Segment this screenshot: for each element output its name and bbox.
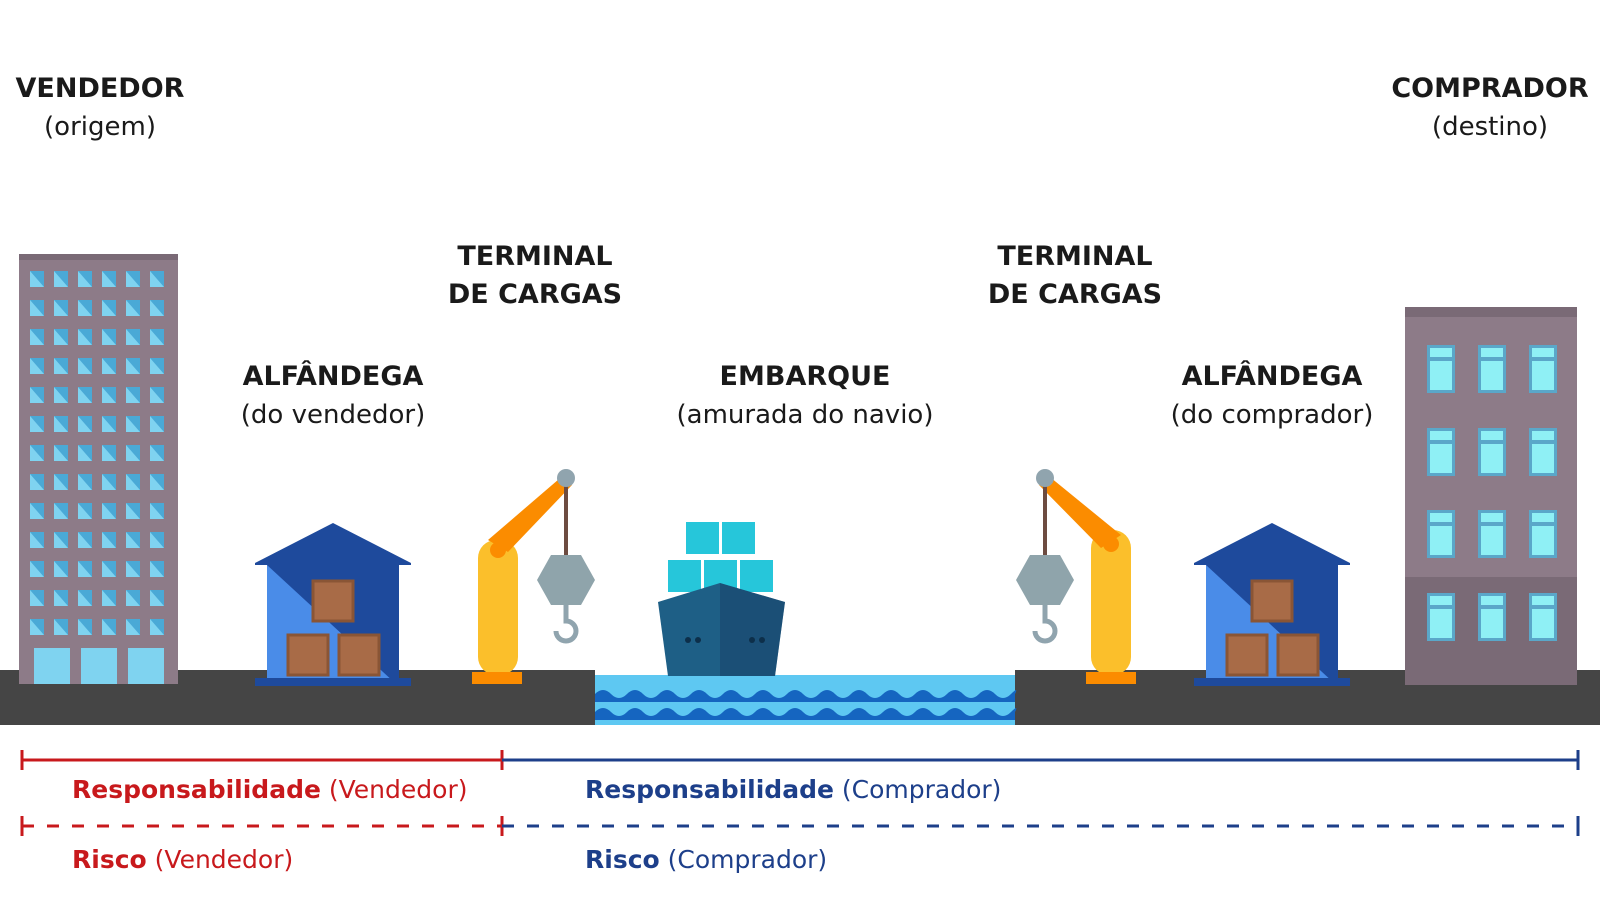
apartment-building-icon — [1405, 307, 1577, 685]
seller-subtitle: (origem) — [44, 112, 156, 142]
shipment-subtitle: (amurada do navio) — [676, 400, 934, 430]
terminal-right-line2: DE CARGAS — [987, 279, 1163, 310]
harbor-crane-icon — [472, 469, 595, 684]
buyer-label: COMPRADOR (destino) — [1380, 70, 1600, 146]
responsibility-buyer-line — [502, 750, 1580, 770]
terminal-left-line2: DE CARGAS — [447, 279, 623, 310]
responsibility-buyer-bold: Responsabilidade — [585, 775, 834, 804]
buyer-title: COMPRADOR — [1391, 73, 1589, 104]
responsibility-buyer-rest: (Comprador) — [841, 775, 1002, 804]
risk-buyer-line — [502, 816, 1580, 836]
buyer-subtitle: (destino) — [1431, 112, 1549, 142]
customs-buyer-subtitle: (do comprador) — [1170, 400, 1374, 430]
shipment-label: EMBARQUE (amurada do navio) — [640, 358, 970, 434]
terminal-right-line1: TERMINAL — [997, 241, 1153, 272]
responsibility-seller-bold: Responsabilidade — [72, 775, 321, 804]
office-tower-icon — [19, 254, 178, 684]
responsibility-seller-line — [20, 750, 504, 770]
container-ship-icon — [658, 522, 785, 676]
customs-seller-subtitle: (do vendedor) — [240, 400, 426, 430]
risk-buyer-text: Risco (Comprador) — [585, 845, 827, 874]
customs-buyer-label: ALFÂNDEGA (do comprador) — [1142, 358, 1402, 434]
customs-seller-label: ALFÂNDEGA (do vendedor) — [213, 358, 453, 434]
water-waves-icon — [595, 675, 1017, 725]
seller-title: VENDEDOR — [15, 73, 185, 104]
warehouse-icon — [255, 523, 411, 686]
customs-buyer-title: ALFÂNDEGA — [1181, 361, 1363, 392]
shipment-title: EMBARQUE — [719, 361, 891, 392]
responsibility-buyer-text: Responsabilidade (Comprador) — [585, 775, 1001, 804]
risk-seller-bold: Risco — [72, 845, 147, 874]
risk-seller-text: Risco (Vendedor) — [72, 845, 293, 874]
terminal-right-label: TERMINAL DE CARGAS — [965, 238, 1185, 314]
risk-seller-line — [20, 816, 504, 836]
harbor-crane-icon — [1016, 469, 1136, 684]
risk-seller-rest: (Vendedor) — [154, 845, 294, 874]
warehouse-icon — [1194, 523, 1350, 686]
terminal-left-label: TERMINAL DE CARGAS — [425, 238, 645, 314]
seller-label: VENDEDOR (origem) — [0, 70, 200, 146]
risk-buyer-rest: (Comprador) — [667, 845, 828, 874]
risk-buyer-bold: Risco — [585, 845, 660, 874]
terminal-left-line1: TERMINAL — [457, 241, 613, 272]
customs-seller-title: ALFÂNDEGA — [242, 361, 424, 392]
responsibility-seller-rest: (Vendedor) — [328, 775, 468, 804]
responsibility-seller-text: Responsabilidade (Vendedor) — [72, 775, 467, 804]
